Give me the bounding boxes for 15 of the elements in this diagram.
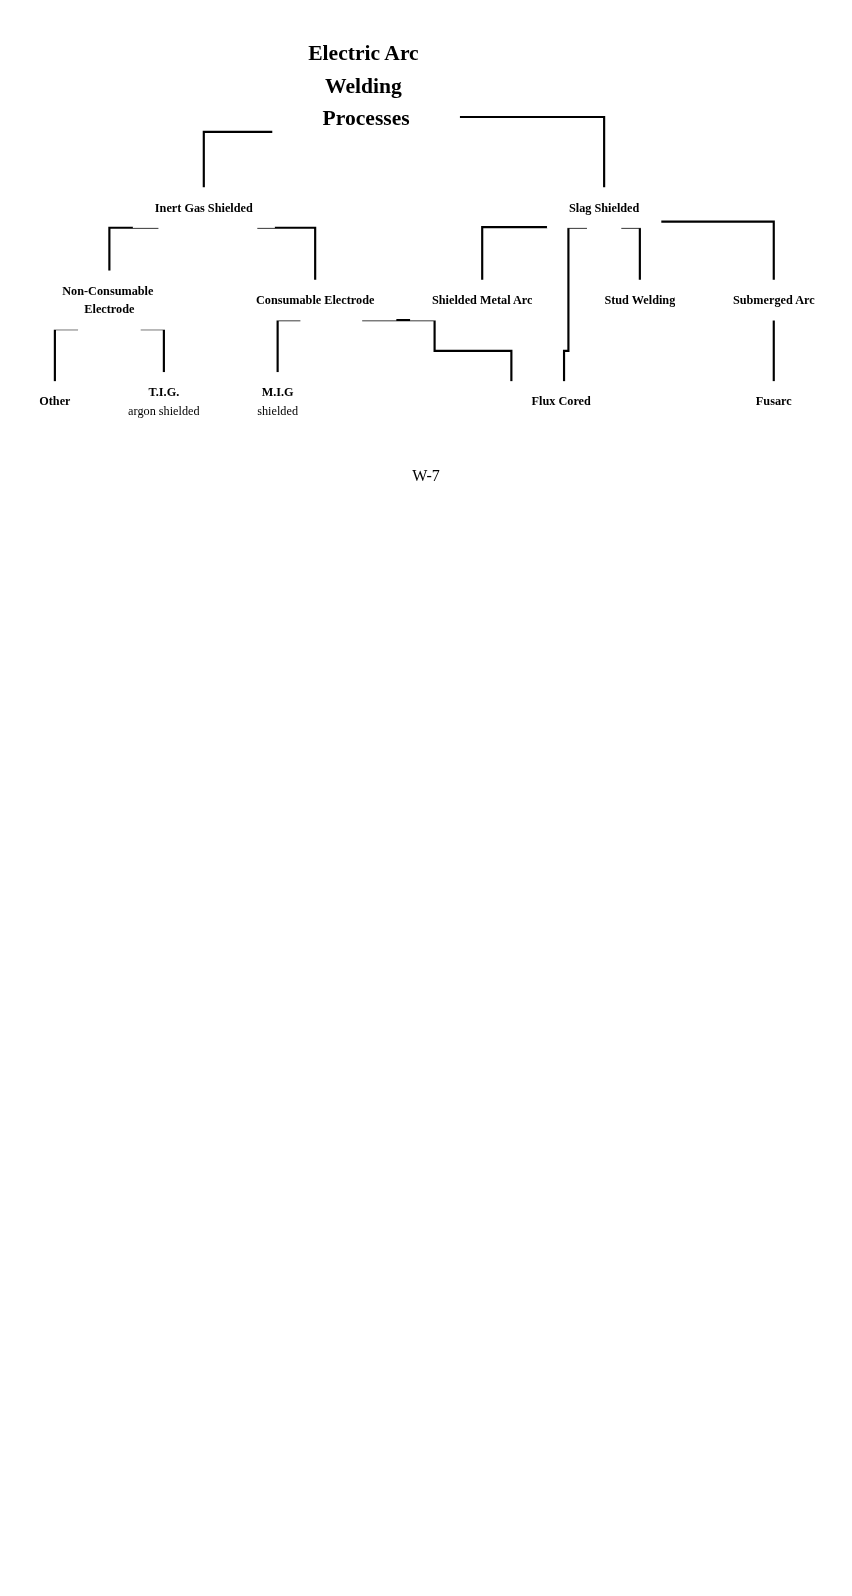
node-text: Flux Cored [531, 394, 591, 409]
connector [202, 130, 273, 188]
node-text: M.I.G shielded [257, 385, 299, 418]
page-number: W-7 [411, 466, 441, 485]
node-text: T.I.G. argon shielded [128, 385, 200, 418]
node-text: Other [39, 394, 71, 409]
connector [660, 220, 775, 281]
connector [481, 226, 548, 281]
connector [459, 115, 606, 188]
node-text: Stud Welding [604, 293, 676, 307]
connector [772, 319, 775, 382]
node-text: Shielded Metal Arc [432, 293, 533, 307]
node-text: Submerged Arc [732, 293, 815, 307]
node-text: Electric Arc Welding Processes [308, 40, 419, 130]
node-text: Fusarc [755, 394, 792, 409]
